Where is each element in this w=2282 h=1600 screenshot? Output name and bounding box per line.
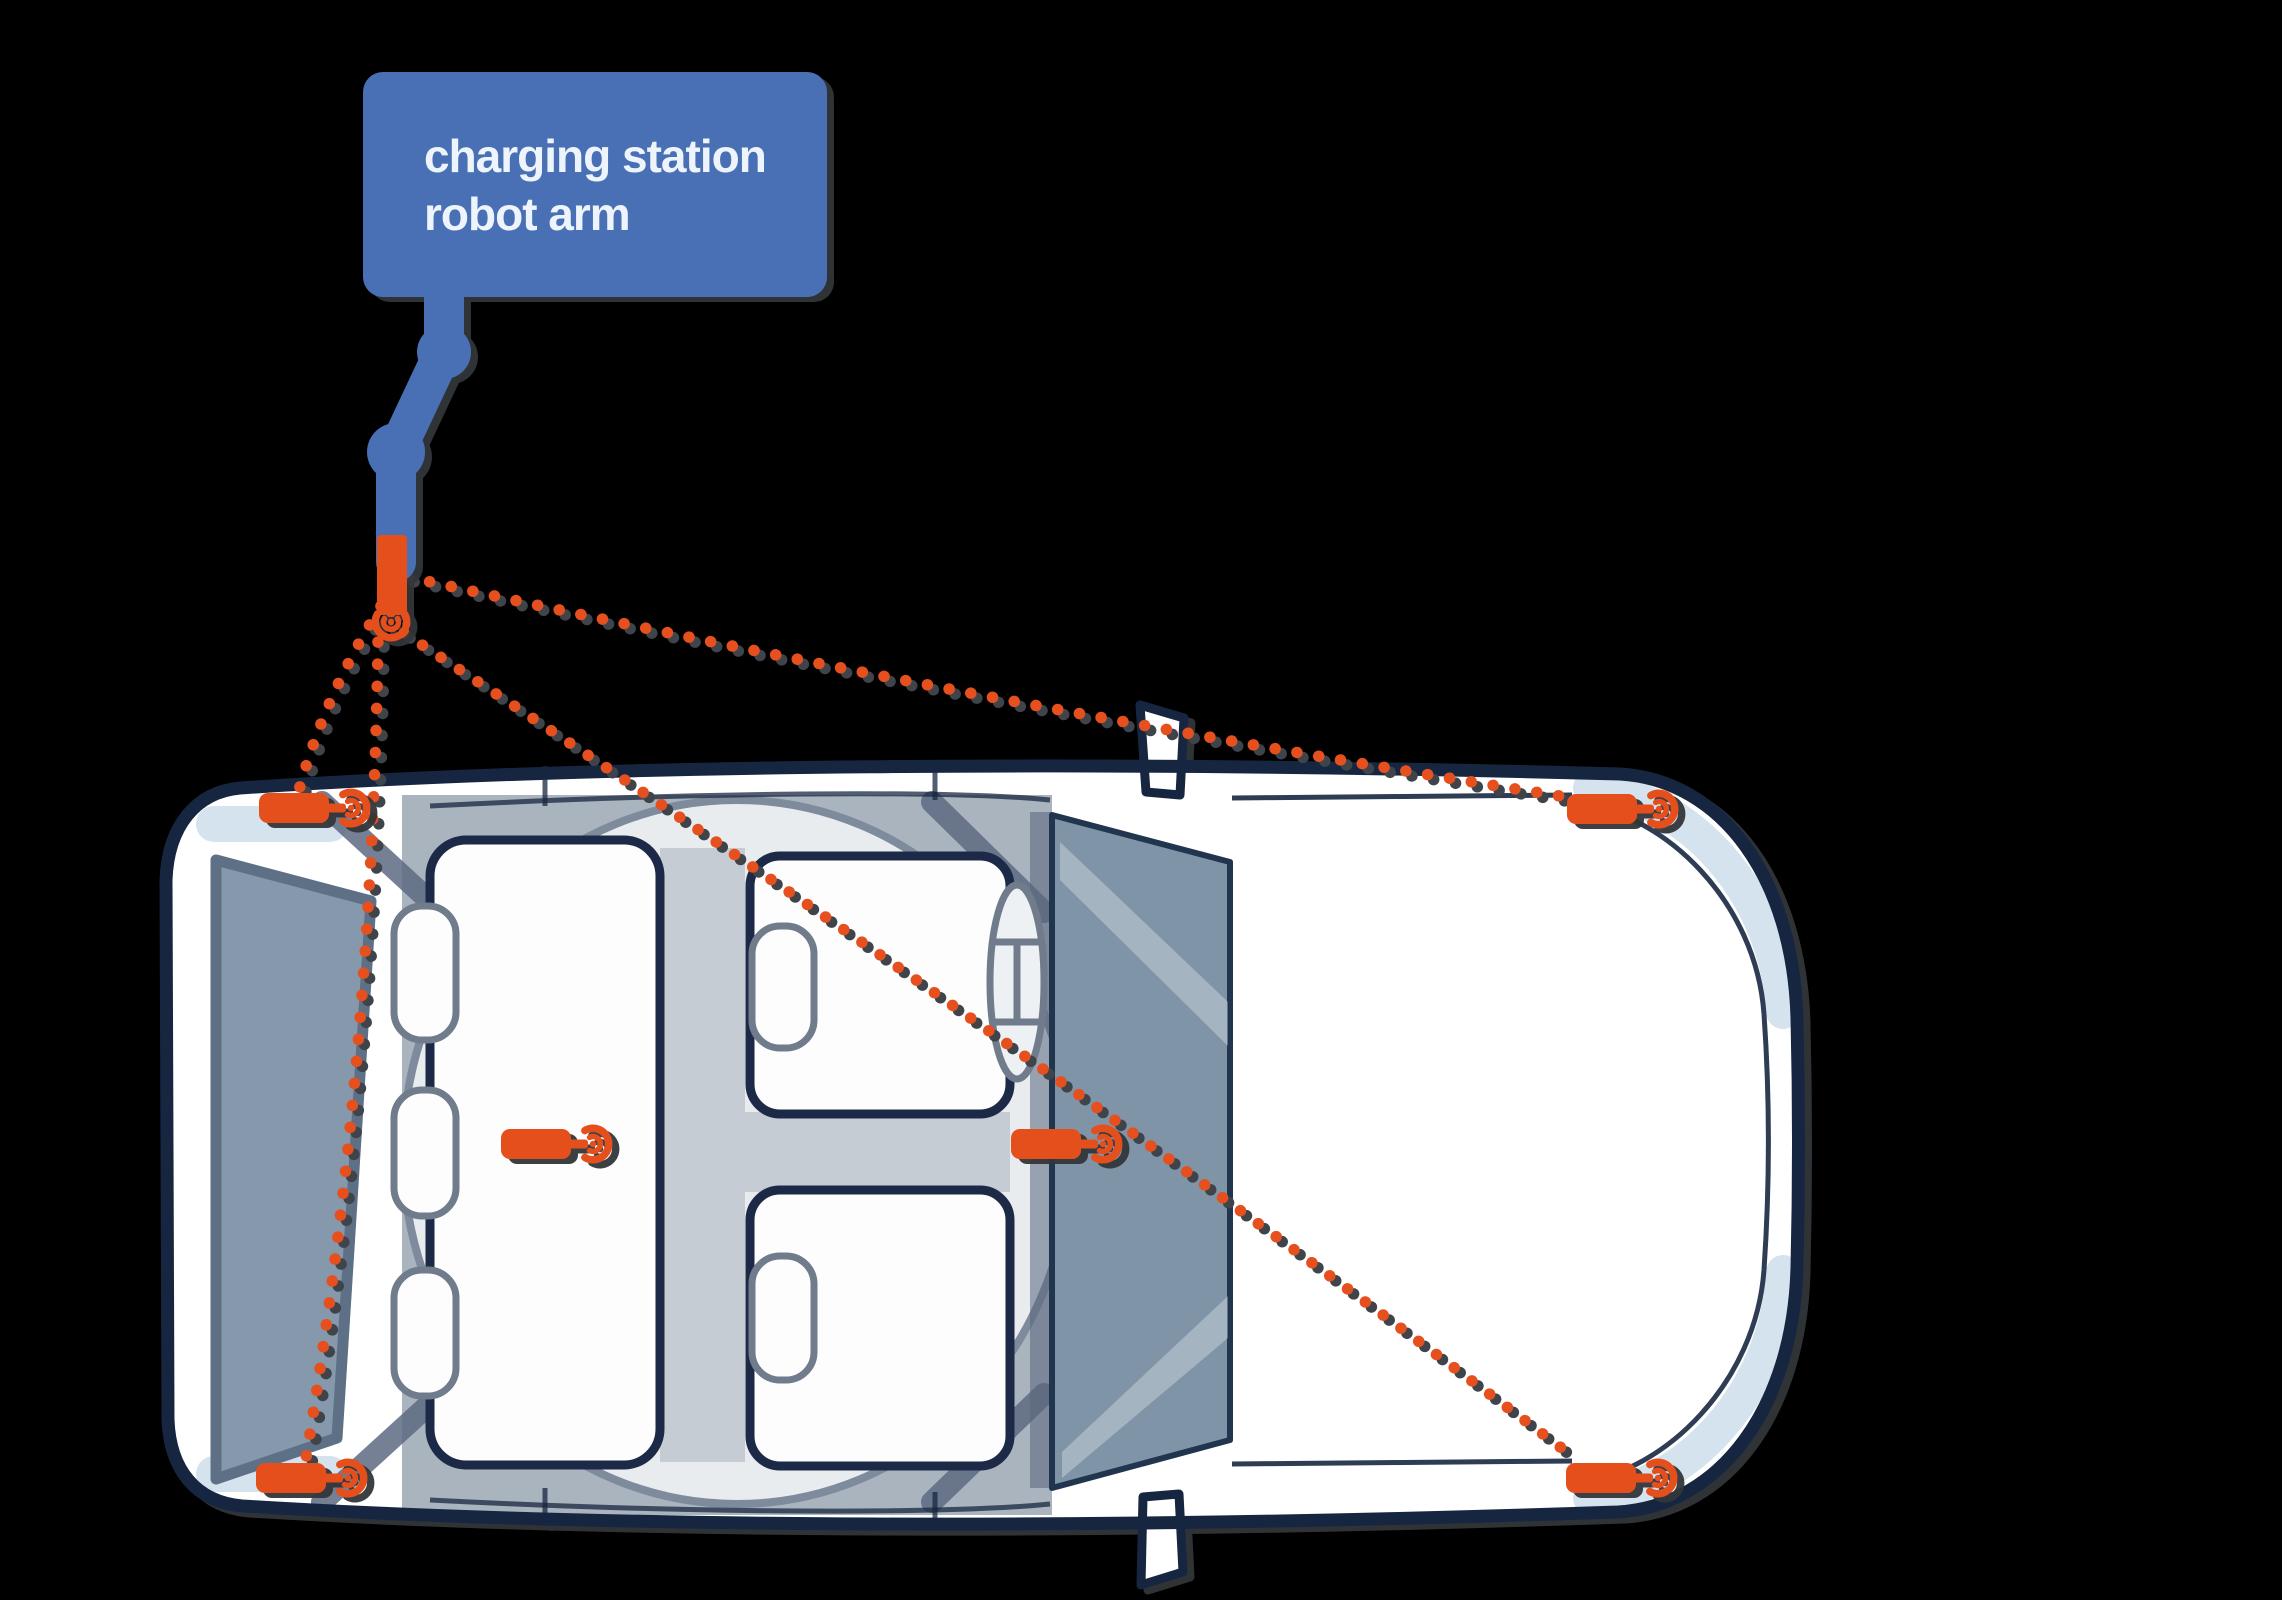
arm-end-effector: [377, 535, 407, 615]
label-line-1: charging station: [424, 130, 766, 182]
steering-wheel: [986, 881, 1048, 1083]
side-mirror-top: [1135, 700, 1189, 800]
headrest: [390, 1086, 460, 1220]
headrest: [748, 1252, 818, 1384]
cable-to-rear-top-port: [293, 600, 387, 796]
label-line-2: robot arm: [424, 188, 630, 240]
robot-arm-assembly: charging station robot arm: [363, 72, 827, 638]
headrest: [748, 922, 818, 1052]
cable-to-front-bottom-port: [398, 627, 1582, 1465]
cable-to-front-top-port: [402, 571, 1572, 803]
side-mirror-bottom: [1136, 1489, 1188, 1590]
car-top-view: [159, 700, 1805, 1590]
cable-to-rear-bottom-port: [300, 636, 384, 1464]
cables: [293, 571, 1582, 1465]
label-box: [363, 72, 827, 297]
headrest: [390, 902, 460, 1044]
headrest: [390, 1266, 460, 1400]
